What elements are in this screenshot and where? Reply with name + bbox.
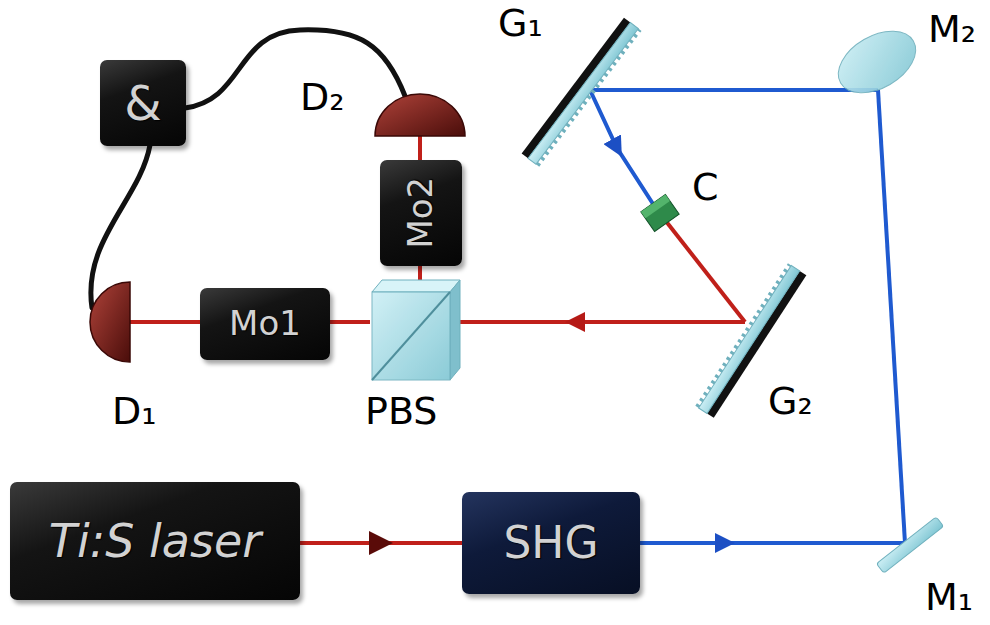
red-beam [665, 220, 745, 322]
part-label: D₁ [112, 392, 157, 432]
component-box: Mo1 [200, 288, 330, 360]
part-label: D₂ [300, 78, 345, 118]
mirror [876, 517, 943, 573]
component-name: Mo1 [229, 305, 301, 342]
component-name: Ti:S laser [49, 516, 261, 567]
component-name: Mo2 [402, 177, 439, 249]
blue-beam [590, 88, 878, 92]
cable [185, 30, 405, 108]
crystal [641, 195, 679, 232]
laser-beam [300, 541, 462, 545]
blue-beam [878, 90, 905, 543]
mirror-body [828, 18, 927, 105]
part-label: C [692, 168, 719, 208]
part-label: G₂ [768, 382, 813, 422]
component-box: & [100, 60, 186, 146]
beam-splitter-cube [372, 280, 460, 380]
cables [91, 30, 405, 308]
cube-face [372, 292, 450, 380]
detector-dome [90, 282, 130, 362]
red-beam [418, 136, 422, 160]
blue-beam [640, 541, 905, 545]
part-label: M₂ [928, 10, 976, 50]
cube-diagonal [372, 292, 450, 380]
component-box: Mo2 [380, 160, 462, 266]
red-beam [460, 320, 745, 324]
crystal-top [641, 195, 670, 219]
mirror [828, 18, 927, 105]
blue-beam [590, 90, 655, 207]
cube-face [450, 280, 460, 380]
component-name: SHG [503, 519, 598, 567]
red-beam [330, 320, 370, 324]
component-box: Ti:S laser [10, 482, 300, 600]
cube-face [372, 280, 460, 292]
grating-face [528, 23, 638, 165]
part-label: M₁ [925, 578, 973, 618]
component-box: SHG [462, 492, 640, 594]
mirror-body [876, 517, 943, 573]
crystal-body [641, 195, 679, 232]
part-label: PBS [365, 392, 437, 432]
detector-dome [375, 94, 465, 136]
red-beam [130, 320, 200, 324]
component-name: & [124, 77, 161, 130]
part-label: G₁ [498, 4, 543, 44]
laser-beams [130, 90, 905, 543]
grating-teeth [538, 30, 640, 166]
